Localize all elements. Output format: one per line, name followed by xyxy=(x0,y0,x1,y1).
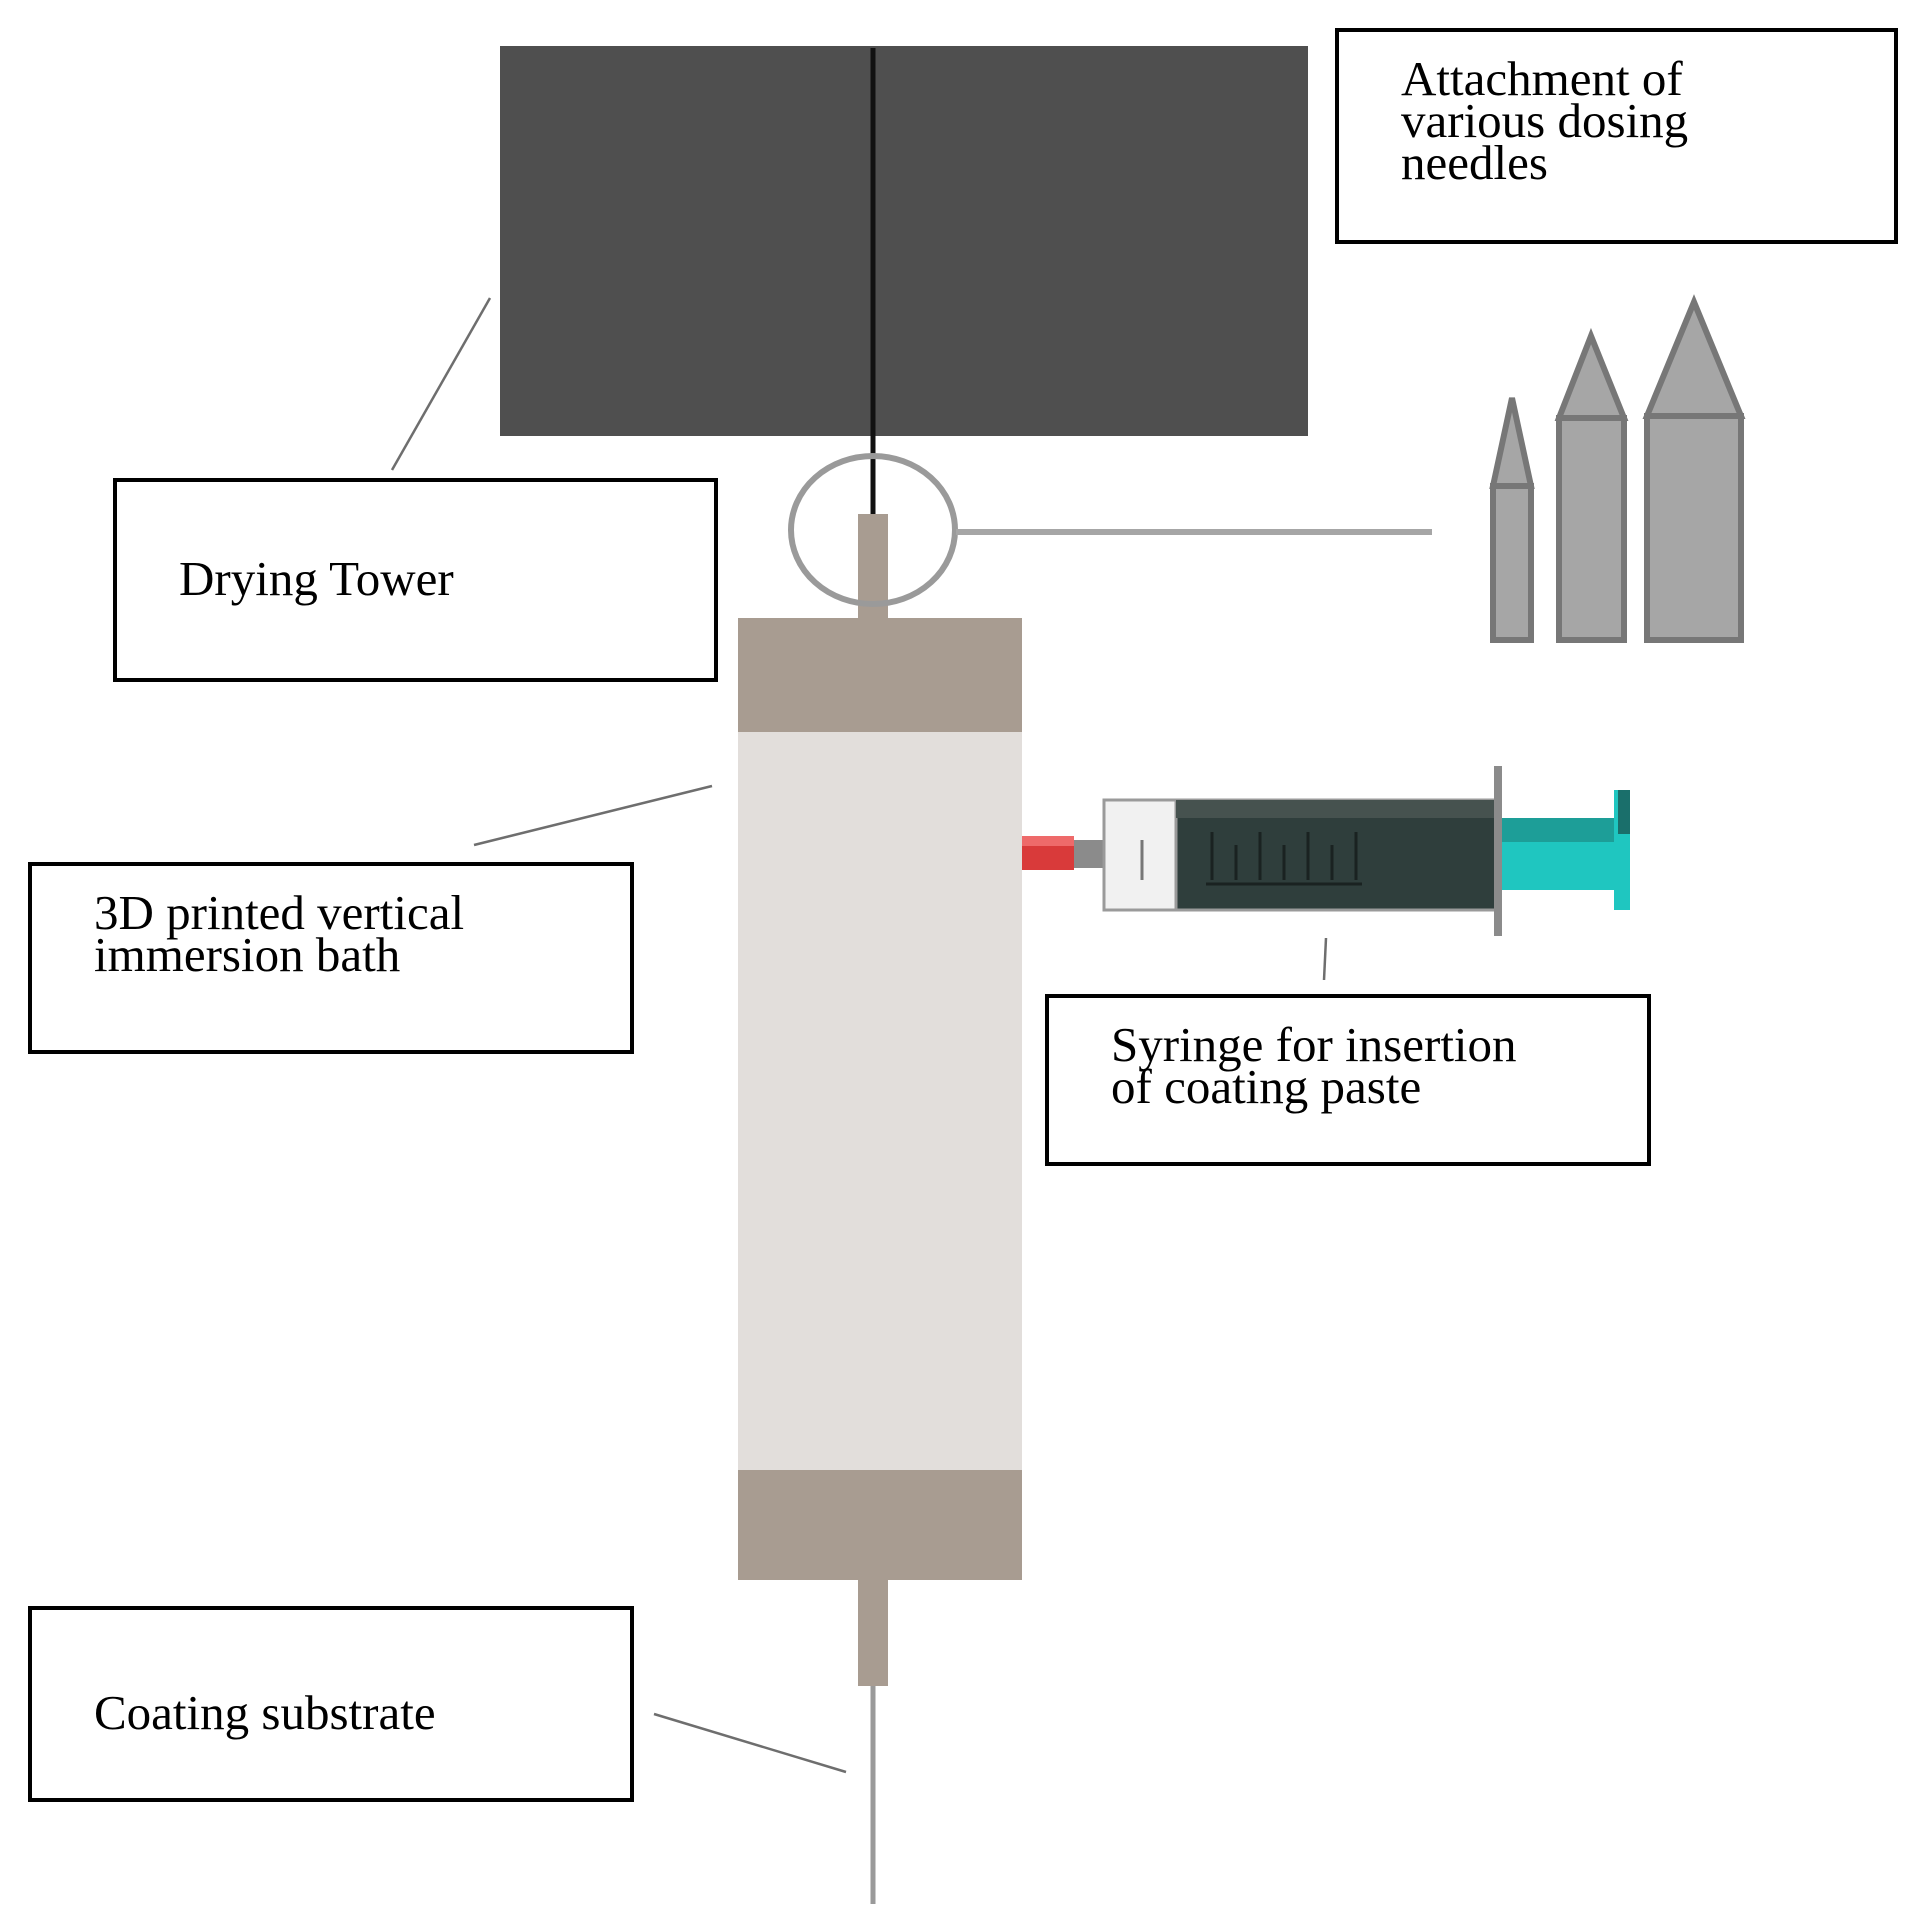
label-box-immersion-bath: 3D printed vertical immersion bath xyxy=(28,862,634,1054)
needle-large-tip xyxy=(1642,294,1746,419)
syringe-flange xyxy=(1494,766,1502,936)
label-box-attachment: Attachment of various dosing needles xyxy=(1335,28,1898,244)
needle-medium xyxy=(1556,415,1627,643)
bath-bottom-cap xyxy=(738,1470,1022,1580)
syringe-tip-highlight xyxy=(1022,836,1074,846)
syringe-barrel xyxy=(1174,798,1500,912)
label-box-drying-tower: Drying Tower xyxy=(113,478,718,682)
label-attachment: Attachment of various dosing needles xyxy=(1401,51,1689,190)
leader-substrate xyxy=(653,1712,847,1774)
immersion-bath-body xyxy=(738,732,1022,1470)
drying-tower xyxy=(500,46,1308,436)
bath-top-cap xyxy=(738,618,1022,732)
nozzle-highlight-circle xyxy=(788,453,958,607)
leader-syringe xyxy=(1322,937,1328,981)
label-substrate: Coating substrate xyxy=(94,1685,436,1740)
syringe-luer xyxy=(1074,840,1104,868)
needle-large xyxy=(1644,413,1744,643)
syringe xyxy=(1022,766,1630,936)
bath-bottom-spout xyxy=(858,1580,888,1686)
label-syringe: Syringe for insertion of coating paste xyxy=(1111,1017,1517,1114)
label-box-substrate: Coating substrate xyxy=(28,1606,634,1802)
syringe-scale xyxy=(1206,832,1362,886)
needle-medium-tip xyxy=(1554,327,1629,421)
needle-small xyxy=(1490,483,1534,643)
syringe-plunger-rod-shade xyxy=(1502,818,1618,842)
dosing-needles xyxy=(1489,294,1746,643)
needle-small-tip xyxy=(1489,397,1535,489)
syringe-barrel-shine xyxy=(1176,800,1498,818)
syringe-plunger-cap xyxy=(1618,790,1630,834)
label-drying-tower: Drying Tower xyxy=(179,551,454,606)
leader-drying-tower xyxy=(390,297,492,471)
syringe-nozzle xyxy=(1102,798,1178,912)
label-box-syringe: Syringe for insertion of coating paste xyxy=(1045,994,1651,1166)
label-immersion-bath: 3D printed vertical immersion bath xyxy=(94,885,465,982)
leader-immersion-bath xyxy=(473,784,713,847)
